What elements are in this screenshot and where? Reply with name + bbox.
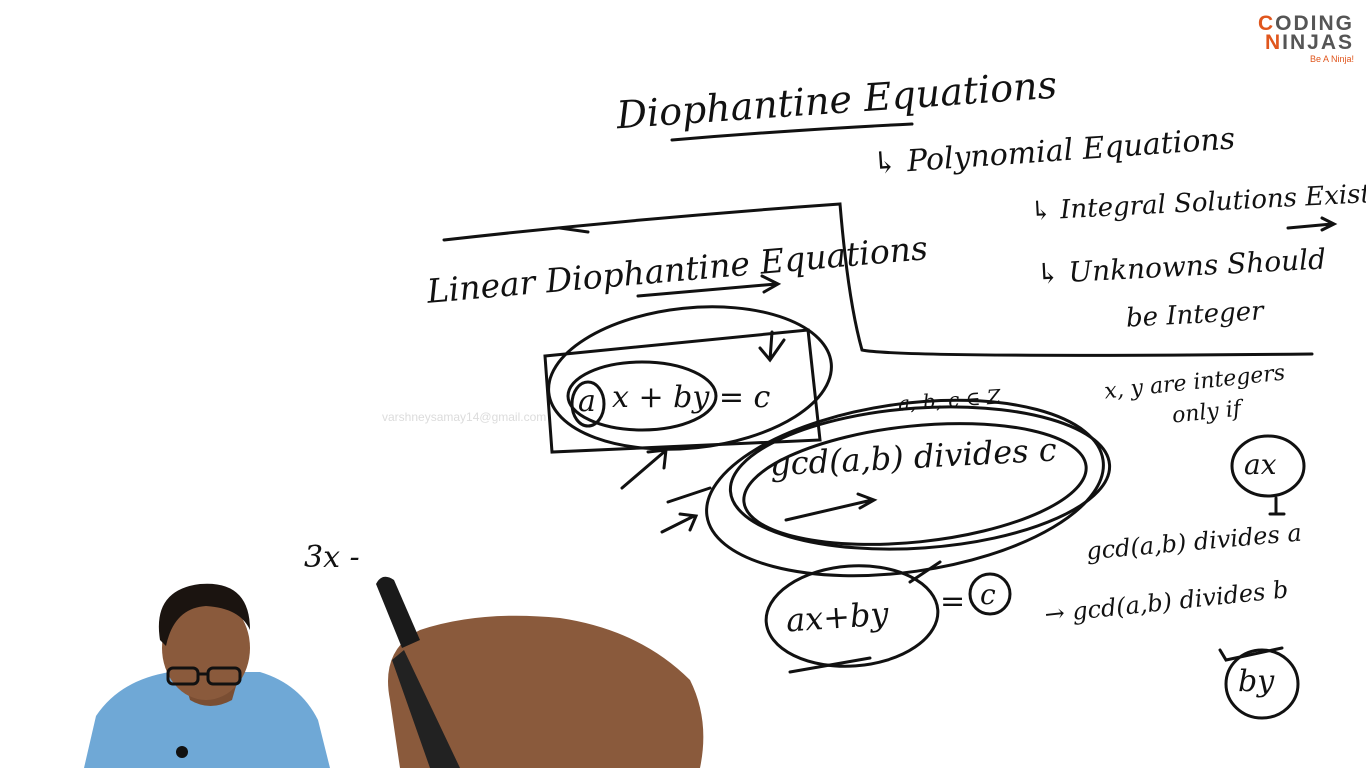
equation-coefficient-a: a — [578, 384, 596, 419]
bottom-left-expression: 3x - — [304, 540, 360, 575]
axby-oval — [764, 564, 940, 668]
axby-underline — [788, 656, 872, 674]
logo-text-oding: ODING — [1275, 12, 1354, 35]
equals-sign: = — [940, 584, 966, 619]
gcd-under-arrow — [784, 492, 878, 522]
gcd-ellipse-3 — [705, 398, 1105, 578]
by-circle — [1224, 648, 1300, 720]
title-underline — [670, 122, 914, 142]
ax-label: ax — [1244, 448, 1277, 481]
logo-tagline: Be A Ninja! — [1309, 54, 1354, 64]
by-arrow — [1218, 646, 1284, 662]
glasses-right-lens — [206, 666, 242, 686]
axby-arrow — [908, 560, 942, 584]
lapel-microphone-icon — [176, 746, 188, 758]
marker-pen-body — [392, 650, 460, 768]
logo-accent-n: N — [1264, 31, 1283, 54]
coding-ninjas-logo: CODING NINJAS Be A Ninja! — [1257, 12, 1354, 64]
logo-text-injas: INJAS — [1282, 31, 1354, 54]
equation-box — [543, 328, 822, 454]
logo-line-1: CODING — [1257, 12, 1354, 35]
c-label: c — [980, 578, 996, 611]
linear-arrow — [636, 274, 782, 298]
email-watermark: varshneysamay14@gmail.com — [382, 410, 547, 424]
coefficient-a-circle — [570, 380, 606, 428]
equation-inner-ellipse — [566, 360, 718, 432]
presenter-hair — [158, 583, 250, 646]
c-arrow-mark — [758, 330, 786, 363]
section-divider-line — [442, 202, 1314, 357]
presenter-face — [162, 596, 250, 700]
ax-down-arrow — [1268, 496, 1286, 516]
by-label: by — [1238, 664, 1275, 699]
presenter-hand — [388, 615, 704, 768]
logo-line-2: NINJAS — [1258, 31, 1354, 54]
gcd-ellipse-2 — [742, 422, 1088, 546]
arrow-left-3 — [660, 512, 699, 534]
arrow-left-1 — [620, 448, 668, 490]
gcd-ellipse-1 — [728, 405, 1112, 551]
equation-rest: x + by = c — [612, 380, 771, 415]
arrow-left-2 — [666, 486, 712, 504]
exist-arrow — [1286, 216, 1338, 232]
divider-tick — [558, 226, 590, 234]
c-circle — [968, 572, 1012, 616]
marker-pen-icon — [376, 576, 420, 648]
logo-accent-c: C — [1257, 12, 1276, 35]
presenter-shirt — [84, 672, 330, 768]
ax-circle — [1230, 434, 1306, 498]
glasses-left-lens — [166, 666, 200, 686]
